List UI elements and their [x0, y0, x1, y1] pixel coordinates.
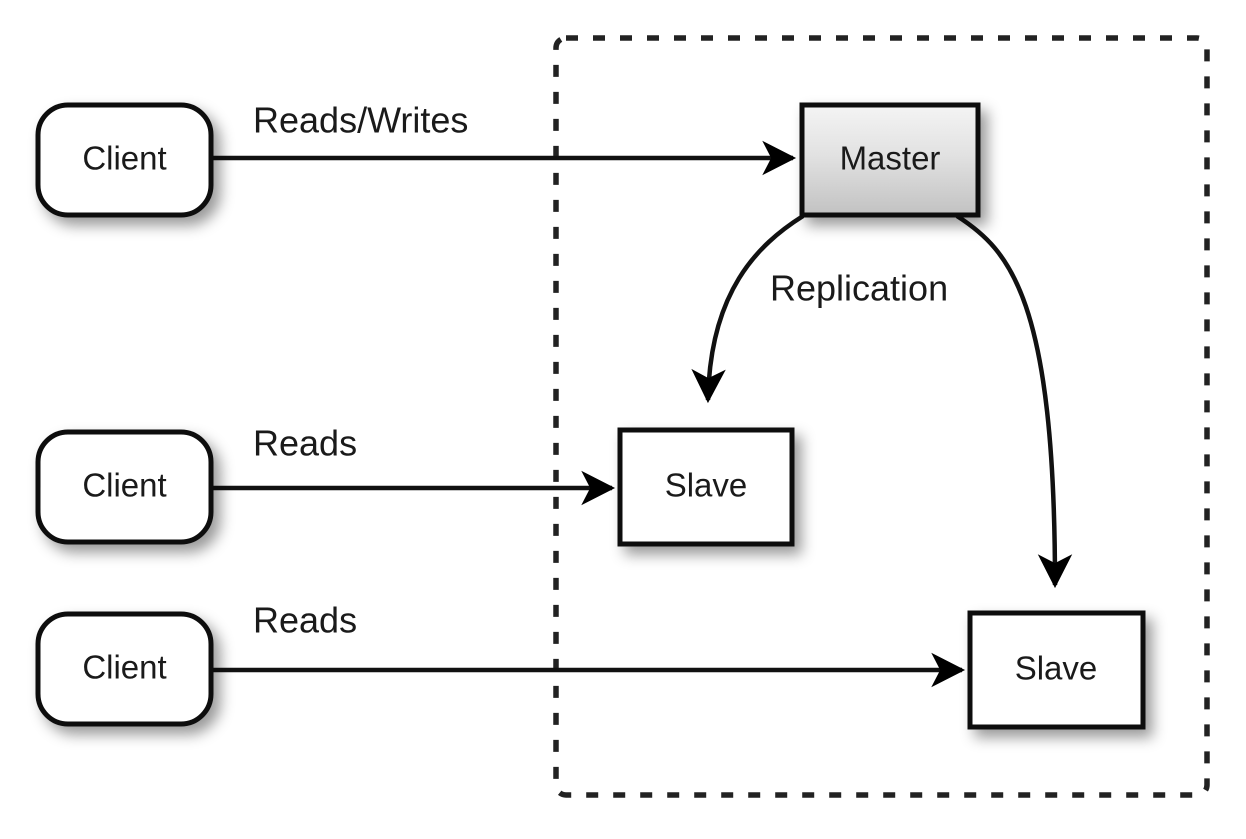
edge-label-reads-writes: Reads/Writes — [253, 100, 468, 141]
client-1-box[interactable] — [35, 102, 214, 218]
edge-master-slave2 — [955, 214, 1073, 589]
node-client-2[interactable]: Client — [35, 429, 214, 545]
node-slave-1[interactable]: Slave — [617, 427, 795, 547]
node-client-3[interactable]: Client — [35, 611, 214, 727]
client-3-label: Client — [82, 649, 166, 686]
edge-label-reads-slave-1: Reads — [253, 423, 357, 464]
edge-master-slave1 — [691, 214, 805, 404]
slave-1-label: Slave — [665, 467, 748, 504]
node-master[interactable]: Master — [799, 102, 981, 218]
client-2-box[interactable] — [35, 429, 214, 545]
node-client-1[interactable]: Client — [35, 102, 214, 218]
edge-label-reads-slave-2: Reads — [253, 600, 357, 641]
client-1-label: Client — [82, 140, 166, 177]
slave-2-box[interactable] — [967, 610, 1146, 730]
node-slave-2[interactable]: Slave — [967, 610, 1146, 730]
client-2-label: Client — [82, 467, 166, 504]
master-label: Master — [840, 140, 941, 177]
master-box[interactable] — [799, 102, 981, 218]
slave-2-label: Slave — [1015, 650, 1098, 687]
slave-1-box[interactable] — [617, 427, 795, 547]
database-cluster-boundary — [553, 35, 1210, 798]
edge-label-replication: Replication — [770, 268, 948, 309]
client-3-box[interactable] — [35, 611, 214, 727]
